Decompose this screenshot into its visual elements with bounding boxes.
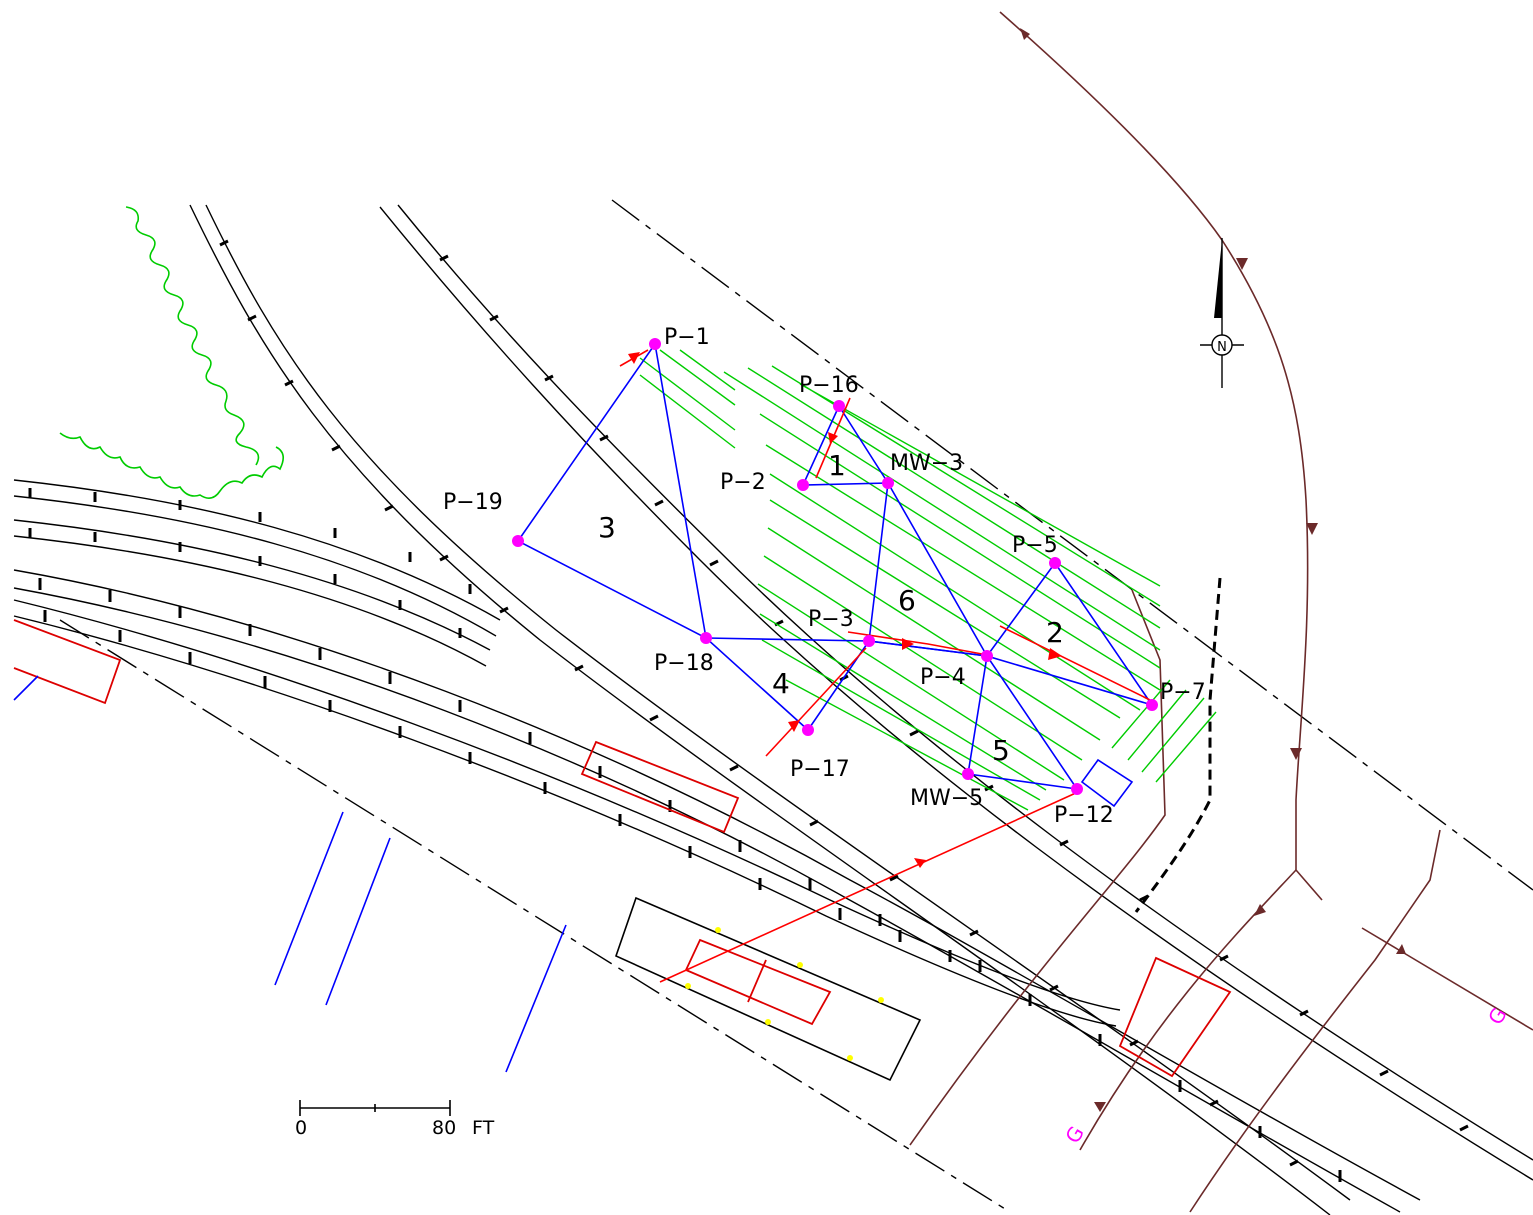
triangle-numbers: 1 2 3 4 5 6	[598, 449, 1064, 767]
site-boundary	[59, 199, 1533, 1213]
sample-points	[512, 338, 1158, 795]
point-label-p-16: P−16	[799, 373, 859, 398]
sample-point-mw-3[interactable]	[882, 477, 894, 489]
building-markers	[685, 927, 884, 1061]
point-label-p-19: P−19	[443, 490, 503, 515]
flow-arrowheads	[628, 352, 1062, 868]
structures	[13, 619, 1232, 1078]
utility-line-storm	[909, 11, 1533, 1213]
building-outline	[615, 896, 922, 1082]
point-label-p-17: P−17	[790, 757, 850, 782]
north-letter: N	[1217, 340, 1227, 355]
point-label-p-1: P−1	[664, 325, 710, 350]
sample-point-p-12[interactable]	[1071, 783, 1083, 795]
gas-line-marker: G	[1483, 1003, 1512, 1028]
point-label-p-5: P−5	[1012, 533, 1058, 558]
utility-line-water	[13, 675, 567, 1073]
point-label-p-4: P−4	[920, 665, 966, 690]
triangle-number: 6	[898, 584, 916, 617]
railroad-ties	[28, 239, 1469, 1182]
hatched-area	[639, 349, 1217, 811]
point-label-p-3: P−3	[808, 607, 854, 632]
triangle-number: 2	[1046, 616, 1064, 649]
sample-point-p-2[interactable]	[797, 479, 809, 491]
railroad-tracks-siding	[13, 479, 1421, 1213]
sample-point-p-19[interactable]	[512, 535, 524, 547]
scale-start: 0	[295, 1117, 307, 1139]
point-label-mw-5: MW−5	[910, 786, 983, 811]
scale-end: 80	[432, 1117, 456, 1139]
triangulation-network	[516, 341, 1154, 808]
sample-point-p-4[interactable]	[981, 650, 993, 662]
point-label-p-7: P−7	[1160, 680, 1206, 705]
sample-point-mw-5[interactable]	[962, 768, 974, 780]
sample-point-p-1[interactable]	[649, 338, 661, 350]
sample-point-p-3[interactable]	[863, 635, 875, 647]
utility-flow-arrows	[1020, 28, 1406, 1112]
railroad-track-center	[379, 204, 1533, 1181]
sample-point-p-18[interactable]	[700, 632, 712, 644]
triangle-number: 3	[598, 511, 616, 544]
point-labels: P−1 P−16 P−2 MW−3 P−19 P−5 P−3 P−18 P−4 …	[443, 325, 1206, 828]
triangle-number: 1	[828, 449, 846, 482]
sample-point-p-5[interactable]	[1049, 557, 1061, 569]
point-label-p-18: P−18	[654, 651, 714, 676]
triangle-number: 5	[992, 734, 1010, 767]
point-label-p-2: P−2	[720, 470, 766, 495]
dashed-fence-line	[1134, 577, 1222, 913]
sample-point-p-17[interactable]	[802, 724, 814, 736]
sample-point-p-7[interactable]	[1146, 699, 1158, 711]
north-arrow-icon: N	[1200, 238, 1244, 388]
scale-bar: 0 80 FT	[295, 1100, 495, 1139]
point-label-mw-3: MW−3	[890, 451, 963, 476]
point-label-p-12: P−12	[1054, 803, 1114, 828]
railroad-track-west	[189, 204, 1351, 1215]
gas-line-marker: G	[1060, 1122, 1089, 1147]
scale-unit: FT	[472, 1117, 495, 1139]
triangle-number: 4	[772, 667, 790, 700]
sample-point-p-16[interactable]	[833, 400, 845, 412]
vegetation-line	[59, 206, 284, 499]
